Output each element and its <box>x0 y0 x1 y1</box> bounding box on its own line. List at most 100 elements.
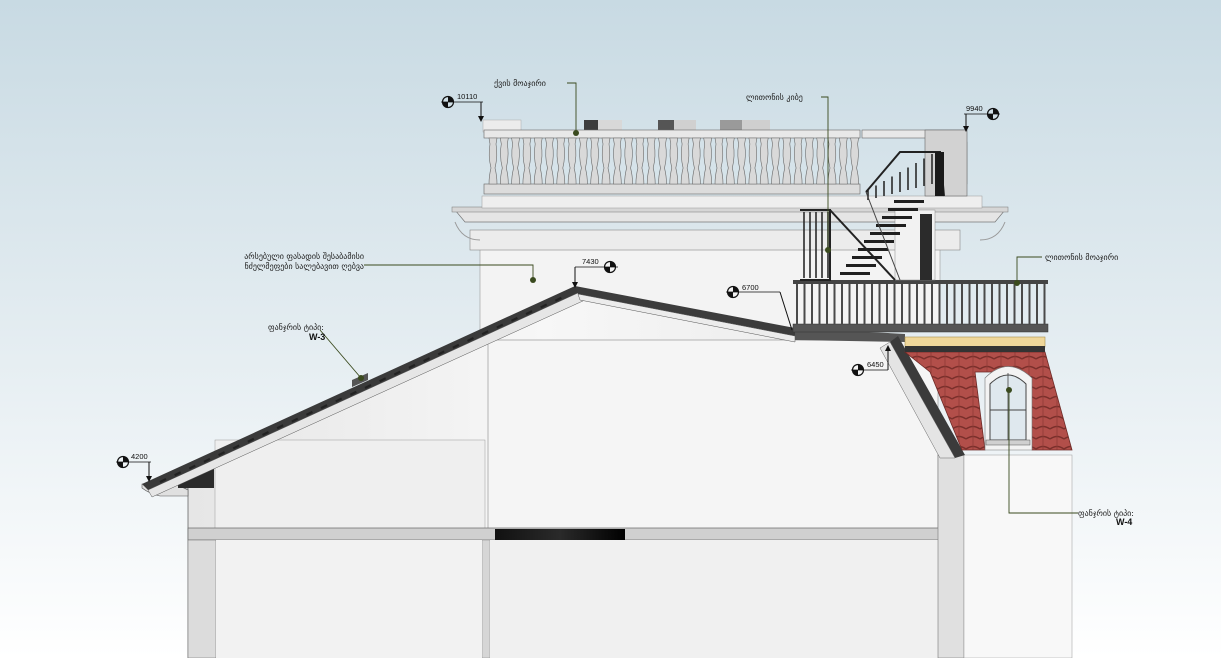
baluster <box>567 137 577 185</box>
roof-tile <box>218 451 226 457</box>
facade-label-line1: არსებული ფასადის შესაბამისი <box>244 251 364 261</box>
dormer-window-w4 <box>984 366 1033 451</box>
elevation-marker-6450: 6450 <box>851 345 891 377</box>
roof-tile <box>452 343 460 349</box>
roof-tile <box>525 310 533 316</box>
metal-railing <box>792 280 1049 333</box>
stair-step <box>882 216 912 219</box>
window-w3-title: ფანჯრის ტიპი: <box>268 322 324 332</box>
stair-step <box>840 272 870 275</box>
baluster <box>714 137 724 185</box>
facade-label-line2: ნძელმეფები სალებავით ღებვა <box>244 261 364 271</box>
roof-tile <box>188 464 196 470</box>
roof-tile <box>276 424 284 430</box>
baluster <box>612 137 622 185</box>
roof-tile <box>379 377 387 383</box>
roof-tile <box>408 363 416 369</box>
elevation-marker-10110: 10110 <box>441 92 484 122</box>
elevation-marker-6700: 6700 <box>726 283 793 331</box>
stair-step <box>876 224 906 227</box>
baluster <box>545 137 554 185</box>
baluster <box>725 137 735 185</box>
metal-stair-label: ლითონის კიბე <box>746 92 803 102</box>
leader-lines <box>319 82 1078 514</box>
baluster <box>488 137 498 185</box>
elevation-9940-label: 9940 <box>966 104 983 113</box>
stone-railing-label: ქვის მოაჯირი <box>494 78 546 88</box>
baluster <box>669 137 679 185</box>
baluster <box>838 137 848 185</box>
roof-tile <box>481 330 489 336</box>
roof-tile <box>510 316 518 322</box>
stair-step <box>852 256 882 259</box>
roof-tile <box>364 384 372 389</box>
roof-tile <box>247 437 255 443</box>
stair-step <box>888 208 918 211</box>
stair-step <box>870 232 900 235</box>
window-w3-code: W-3 <box>309 332 325 342</box>
baluster <box>680 137 690 185</box>
roof-tile <box>305 410 313 416</box>
baluster <box>556 137 566 185</box>
baluster <box>805 137 814 185</box>
elevation-10110-label: 10110 <box>457 92 477 101</box>
baluster <box>522 137 532 185</box>
upper-block <box>451 119 1009 331</box>
roof-tile <box>159 478 167 483</box>
roof-tile <box>496 323 504 329</box>
baluster <box>816 137 826 185</box>
baluster <box>646 137 656 185</box>
stair-step <box>858 248 888 251</box>
roof-tile <box>349 390 357 396</box>
baluster <box>635 137 645 185</box>
roof-tile <box>203 457 211 463</box>
stone-balustrade <box>483 129 968 197</box>
roof-tile <box>540 303 548 309</box>
baluster <box>511 137 520 185</box>
stair-step <box>864 240 894 243</box>
roof-tile <box>335 397 343 403</box>
baluster <box>579 137 588 185</box>
baluster <box>499 137 509 185</box>
roof-tile <box>423 357 431 363</box>
baluster <box>601 137 611 185</box>
baluster <box>590 137 600 185</box>
elevation-6450-label: 6450 <box>867 360 884 369</box>
stair-step <box>846 264 876 267</box>
baluster <box>793 137 803 185</box>
roof-tile <box>174 471 182 477</box>
elevation-marker-4200: 4200 <box>116 452 152 482</box>
roof-tile <box>393 370 401 376</box>
metal-stair <box>800 151 945 281</box>
baluster <box>692 137 701 185</box>
window-w4-title: ფანჯრის ტიპი: <box>1078 508 1134 518</box>
baluster <box>703 137 713 185</box>
baluster <box>782 137 792 185</box>
stair-step <box>894 200 924 203</box>
elevation-marker-9940: 9940 <box>963 104 1000 132</box>
main-building <box>141 291 1073 658</box>
leader-dots <box>358 130 1020 393</box>
roof-tile <box>262 431 269 436</box>
roof-tile <box>467 337 474 342</box>
baluster <box>759 137 769 185</box>
elevation-7430-label: 7430 <box>582 257 599 266</box>
roof-tile <box>232 444 240 450</box>
roof-tile <box>291 417 299 423</box>
baluster <box>748 137 758 185</box>
baluster <box>737 137 746 185</box>
roof-tile <box>437 350 445 356</box>
main-roof <box>142 286 965 498</box>
roof-tile <box>320 404 328 410</box>
elevation-6700-label: 6700 <box>742 283 759 292</box>
window-w4-code: W-4 <box>1116 517 1132 527</box>
roof-tile <box>554 296 562 302</box>
baluster <box>850 137 859 185</box>
baluster <box>624 137 633 185</box>
metal-railing-label: ლითონის მოაჯირი <box>1045 252 1118 262</box>
elevation-marker-7430: 7430 <box>572 257 618 288</box>
baluster <box>827 137 837 185</box>
baluster <box>658 137 667 185</box>
